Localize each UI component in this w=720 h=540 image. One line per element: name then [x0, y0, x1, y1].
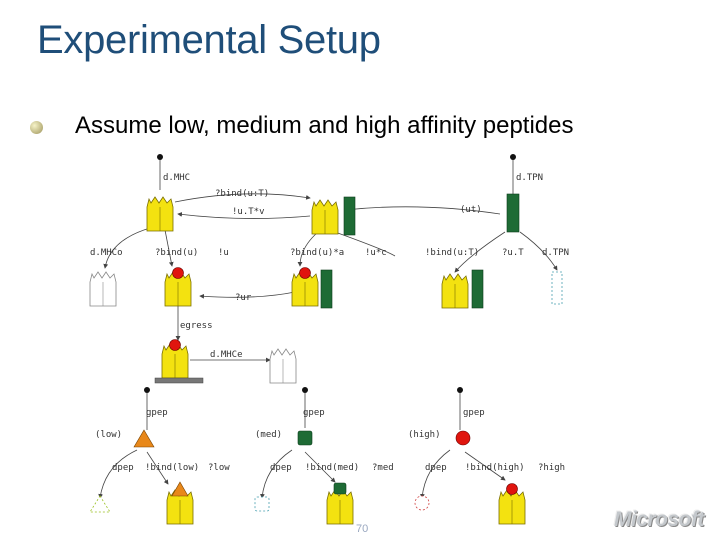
start-dot-tpn — [510, 154, 516, 160]
microsoft-logo: Microsoft — [614, 508, 705, 531]
start-dot-low — [144, 387, 150, 393]
label-tpn: d.TPN — [516, 173, 543, 183]
bullet-icon — [30, 121, 43, 134]
label-ur: ?ur — [235, 293, 252, 303]
degraded-high-peptide — [414, 495, 430, 511]
degraded-tpn — [551, 271, 563, 305]
label-u: !u — [218, 248, 229, 258]
label-med: (med) — [255, 430, 282, 440]
label-ut: (ut) — [460, 205, 482, 215]
label-bind-low: !bind(low) — [145, 463, 199, 473]
tpn-molecule — [506, 193, 520, 233]
label-egress: egress — [180, 321, 213, 331]
label-dpep-3: dpep — [425, 463, 447, 473]
label-dpep-1: dpep — [112, 463, 134, 473]
label-dmhce: d.MHCe — [210, 350, 243, 360]
label-dmhc-o: d.MHCo — [90, 248, 123, 258]
low-peptide — [133, 429, 155, 448]
mhc-low-bound — [166, 481, 194, 525]
start-dot-mhc — [157, 154, 163, 160]
mhc-surface — [154, 339, 204, 384]
label-ut2: ?u.T — [502, 248, 524, 258]
label-low: (low) — [95, 430, 122, 440]
label-bind-ut2: !bind(u:T) — [425, 248, 479, 258]
label-high-2: ?high — [538, 463, 565, 473]
label-bind-high: !bind(high) — [465, 463, 525, 473]
mhc-high-bound — [498, 483, 526, 525]
label-mhc: d.MHC — [163, 173, 190, 183]
bullet-item: Assume low, medium and high affinity pep… — [30, 112, 574, 140]
label-bind-top: ?bind(u:T) — [215, 189, 269, 199]
label-dtpn: d.TPN — [542, 248, 569, 258]
mhc-med-bound — [326, 482, 354, 525]
label-bind-u: ?bind(u) — [155, 248, 198, 258]
bullet-text: Assume low, medium and high affinity pep… — [75, 112, 574, 139]
mhc-molecule — [146, 196, 174, 232]
high-peptide — [455, 430, 471, 446]
degraded-med-peptide — [254, 496, 270, 512]
degraded-low-peptide — [89, 495, 111, 513]
label-gpep-2: gpep — [303, 408, 325, 418]
label-gpep-3: gpep — [463, 408, 485, 418]
label-low-2: ?low — [208, 463, 230, 473]
med-peptide — [297, 430, 313, 446]
label-gpep-1: gpep — [146, 408, 168, 418]
mhc-tpn-complex — [311, 196, 356, 236]
label-med-2: ?med — [372, 463, 394, 473]
exported-mhc — [269, 348, 297, 384]
label-dpep-2: dpep — [270, 463, 292, 473]
slide-title: Experimental Setup — [37, 18, 381, 62]
degraded-mhc — [89, 271, 117, 307]
label-bind-med: !bind(med) — [305, 463, 359, 473]
page-number: 70 — [356, 523, 369, 535]
label-ut-v: !u.T*v — [232, 207, 265, 217]
mhc-peptide-tpn — [291, 267, 333, 309]
label-high: (high) — [408, 430, 441, 440]
label-bind-ua: ?bind(u)*a — [290, 248, 344, 258]
mhc-peptide-bound — [164, 267, 192, 307]
start-dot-med — [302, 387, 308, 393]
start-dot-high — [457, 387, 463, 393]
mhc-tpn-complex-2 — [441, 269, 484, 309]
label-u-c: !u*c — [365, 248, 387, 258]
